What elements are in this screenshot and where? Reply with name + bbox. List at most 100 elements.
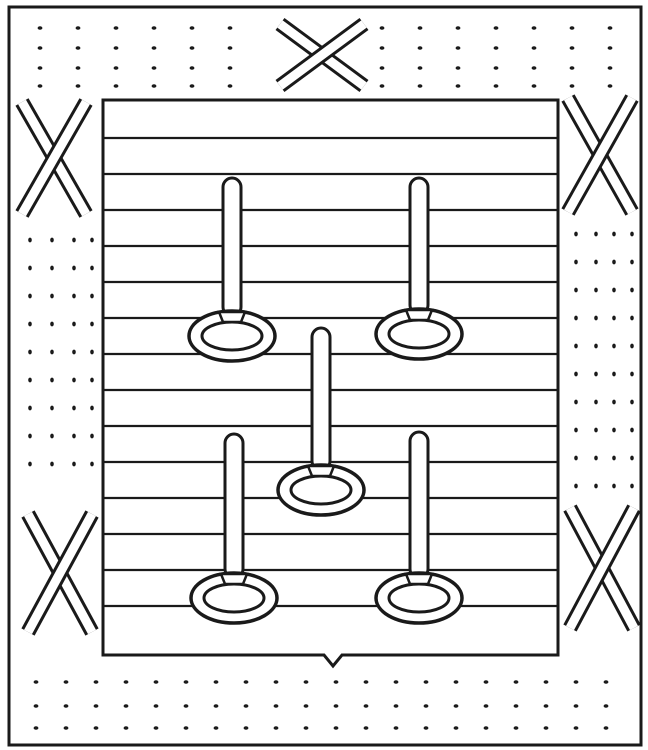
dot — [608, 26, 613, 30]
dot — [574, 456, 578, 461]
dot — [28, 294, 32, 299]
dot — [90, 238, 94, 243]
dot — [418, 84, 423, 88]
dot — [28, 406, 32, 411]
dot — [50, 266, 54, 271]
dot — [364, 726, 369, 730]
dot — [630, 400, 634, 405]
dot — [456, 66, 461, 70]
dot — [50, 294, 54, 299]
dot — [380, 26, 385, 30]
dot — [424, 704, 429, 708]
dot — [38, 84, 43, 88]
dot — [334, 726, 339, 730]
dot — [334, 704, 339, 708]
dot — [304, 680, 309, 684]
dot — [228, 84, 233, 88]
dot — [630, 288, 634, 293]
dot — [94, 704, 99, 708]
dot — [570, 84, 575, 88]
dot — [574, 344, 578, 349]
dot — [594, 372, 598, 377]
dot — [594, 232, 598, 237]
dot — [514, 726, 519, 730]
dot — [594, 400, 598, 405]
dot — [274, 704, 279, 708]
dot — [612, 316, 616, 321]
dot — [494, 84, 499, 88]
dot — [190, 26, 195, 30]
dot — [394, 726, 399, 730]
dot — [34, 704, 39, 708]
dot — [608, 46, 613, 50]
dot — [612, 260, 616, 265]
dot — [574, 232, 578, 237]
dot — [532, 84, 537, 88]
dot — [608, 84, 613, 88]
dot — [50, 434, 54, 439]
dot — [228, 26, 233, 30]
dot — [454, 704, 459, 708]
dot — [34, 680, 39, 684]
dot — [514, 704, 519, 708]
dot — [364, 680, 369, 684]
dot — [630, 484, 634, 489]
dot — [484, 726, 489, 730]
dot — [28, 434, 32, 439]
dot — [604, 680, 609, 684]
dot — [50, 462, 54, 467]
dot — [630, 344, 634, 349]
dot — [228, 66, 233, 70]
dot — [574, 260, 578, 265]
dot — [114, 26, 119, 30]
dot — [630, 232, 634, 237]
dot — [244, 726, 249, 730]
dot — [154, 704, 159, 708]
dot — [612, 288, 616, 293]
dot — [630, 372, 634, 377]
dot — [574, 726, 579, 730]
dot — [594, 484, 598, 489]
dot — [72, 322, 76, 327]
dot — [574, 680, 579, 684]
dot — [50, 378, 54, 383]
dot — [612, 232, 616, 237]
dot — [94, 680, 99, 684]
dot — [114, 84, 119, 88]
dot — [532, 26, 537, 30]
dot — [64, 680, 69, 684]
dot — [190, 84, 195, 88]
dot — [456, 46, 461, 50]
dot — [154, 726, 159, 730]
dot — [28, 238, 32, 243]
dot — [90, 462, 94, 467]
dot — [608, 66, 613, 70]
dot — [574, 316, 578, 321]
dot — [274, 680, 279, 684]
dot — [484, 680, 489, 684]
dot — [484, 704, 489, 708]
dot — [76, 84, 81, 88]
dot — [574, 484, 578, 489]
dot — [418, 66, 423, 70]
dot — [574, 704, 579, 708]
dot — [114, 46, 119, 50]
dot — [38, 46, 43, 50]
dot — [612, 344, 616, 349]
dot — [612, 456, 616, 461]
dot — [114, 66, 119, 70]
dot — [494, 26, 499, 30]
dot — [380, 66, 385, 70]
dot — [152, 66, 157, 70]
dot — [274, 726, 279, 730]
dot — [574, 288, 578, 293]
dot — [612, 428, 616, 433]
dot — [90, 294, 94, 299]
dot — [72, 406, 76, 411]
dot — [574, 400, 578, 405]
dot — [214, 704, 219, 708]
dot — [532, 46, 537, 50]
dot — [72, 294, 76, 299]
dot — [544, 680, 549, 684]
